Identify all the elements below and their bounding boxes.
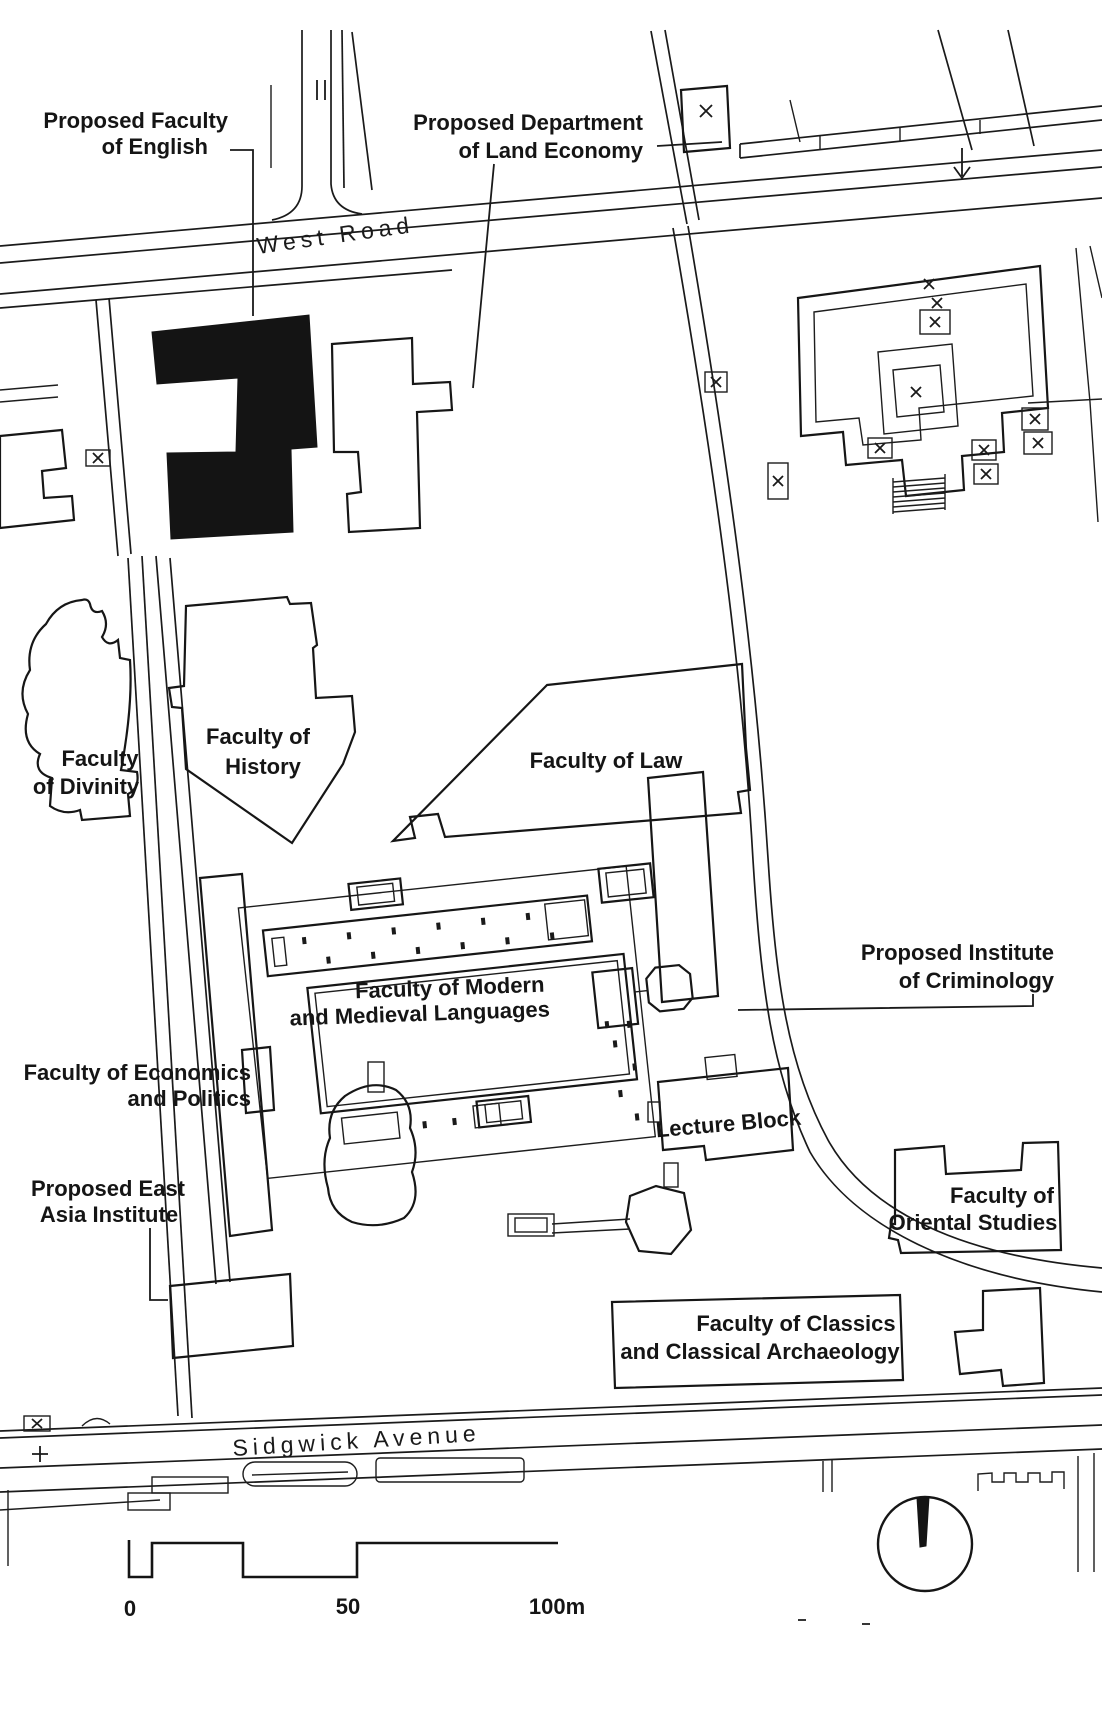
- label-history-2: History: [225, 754, 302, 779]
- landscape-features: [323, 1061, 693, 1256]
- leader-line-east-asia: [149, 1228, 168, 1301]
- label-oriental-2: Oriental Studies: [889, 1210, 1058, 1235]
- kerb-bump: [81, 1417, 111, 1427]
- building-faculty-of-economics: [198, 872, 276, 1238]
- traffic-island: [151, 1476, 229, 1494]
- building-faculty-of-history: [167, 595, 357, 845]
- left-edge-buildings: [0, 384, 111, 530]
- label-proposed-english-1: Proposed Faculty: [43, 108, 228, 133]
- building-faculty-of-divinity: [21, 598, 139, 822]
- label-economics-2: and Politics: [128, 1086, 251, 1111]
- stairs-hatch: [892, 474, 946, 514]
- traffic-island: [375, 1457, 525, 1483]
- small-structure: [127, 1492, 171, 1511]
- building-proposed-faculty-of-english: [151, 149, 318, 540]
- octagon-pavilion: [645, 963, 694, 1013]
- building-lecture-block: [647, 1053, 795, 1162]
- scale-tick-50: 50: [336, 1594, 360, 1619]
- label-divinity-2: of Divinity: [33, 774, 140, 799]
- existing-building: [0, 428, 76, 530]
- label-lecture-block: Lecture Block: [655, 1105, 803, 1143]
- label-east-asia-2: Asia Institute: [40, 1202, 178, 1227]
- east-curving-road: [672, 225, 1102, 1293]
- building-proposed-criminology: [597, 770, 1034, 1011]
- top-right-road: [937, 29, 1035, 180]
- east-annex: [591, 966, 640, 1030]
- north-access-road: [271, 29, 373, 221]
- north-raised-block: [261, 894, 594, 978]
- building-faculty-of-oriental-studies: [887, 1140, 1063, 1255]
- plus-marker: [32, 1446, 48, 1462]
- inner-courtyard: [306, 952, 639, 1115]
- label-criminology-2: of Criminology: [899, 968, 1055, 993]
- battlement-frontage: [977, 1471, 1065, 1491]
- west-road-lines: [0, 149, 1102, 309]
- x-cross-marker: [699, 104, 713, 118]
- x-cross-marker: [92, 452, 104, 464]
- label-economics-1: Faculty of Economics: [24, 1060, 251, 1085]
- existing-building: [953, 1286, 1046, 1388]
- label-criminology-1: Proposed Institute: [861, 940, 1054, 965]
- kerb-dash-marks: [316, 80, 326, 100]
- label-proposed-land-economy-1: Proposed Department: [413, 110, 643, 135]
- existing-building-complex: [704, 245, 1102, 523]
- small-structure: [85, 449, 111, 467]
- map-labels: Proposed Faculty of English Proposed Dep…: [24, 108, 1058, 1461]
- scale-tick-0: 0: [124, 1596, 136, 1621]
- label-oriental-1: Faculty of: [950, 1183, 1055, 1208]
- gatehouse: [347, 877, 405, 912]
- traffic-island: [242, 1461, 358, 1487]
- gatehouse: [475, 1094, 533, 1129]
- down-arrow-icon: [953, 148, 971, 180]
- label-east-asia-1: Proposed East: [31, 1176, 186, 1201]
- existing-building: [679, 84, 732, 154]
- existing-building: [330, 336, 454, 534]
- small-structure: [23, 1415, 51, 1432]
- scale-tick-100m: 100m: [529, 1594, 585, 1619]
- building-faculty-of-classics: [610, 1293, 905, 1390]
- sidgwick-avenue-lines: [0, 1387, 1102, 1625]
- label-divinity-1: Faculty: [61, 746, 139, 771]
- column-dots: [422, 1020, 640, 1129]
- leader-line-english: [230, 149, 254, 316]
- languages-courtyard-complex: [237, 865, 694, 1180]
- label-proposed-land-economy-2: of Land Economy: [458, 138, 643, 163]
- perimeter-walkway: [237, 865, 657, 1180]
- leader-line-land-economy: [472, 141, 723, 389]
- northeast-road: [650, 29, 700, 225]
- building-proposed-east-asia: [149, 1228, 295, 1360]
- label-history-1: Faculty of: [206, 724, 311, 749]
- leader-line-criminology: [737, 994, 1034, 1011]
- label-classics-2: and Classical Archaeology: [620, 1339, 900, 1364]
- north-indicator-icon: [876, 1495, 974, 1593]
- west-footpath: [95, 297, 231, 1419]
- label-proposed-english-2: of English: [102, 134, 208, 159]
- north-of-west-road-buildings: [270, 84, 1102, 168]
- label-law: Faculty of Law: [530, 748, 684, 773]
- building-faculty-of-law: [389, 662, 752, 843]
- label-languages-2: and Medieval Languages: [289, 996, 550, 1030]
- label-classics-1: Faculty of Classics: [696, 1311, 895, 1336]
- x-cross-markers: [874, 278, 1044, 480]
- scale-bar: 0 50 100m: [124, 1540, 585, 1621]
- column-dots: [301, 912, 555, 964]
